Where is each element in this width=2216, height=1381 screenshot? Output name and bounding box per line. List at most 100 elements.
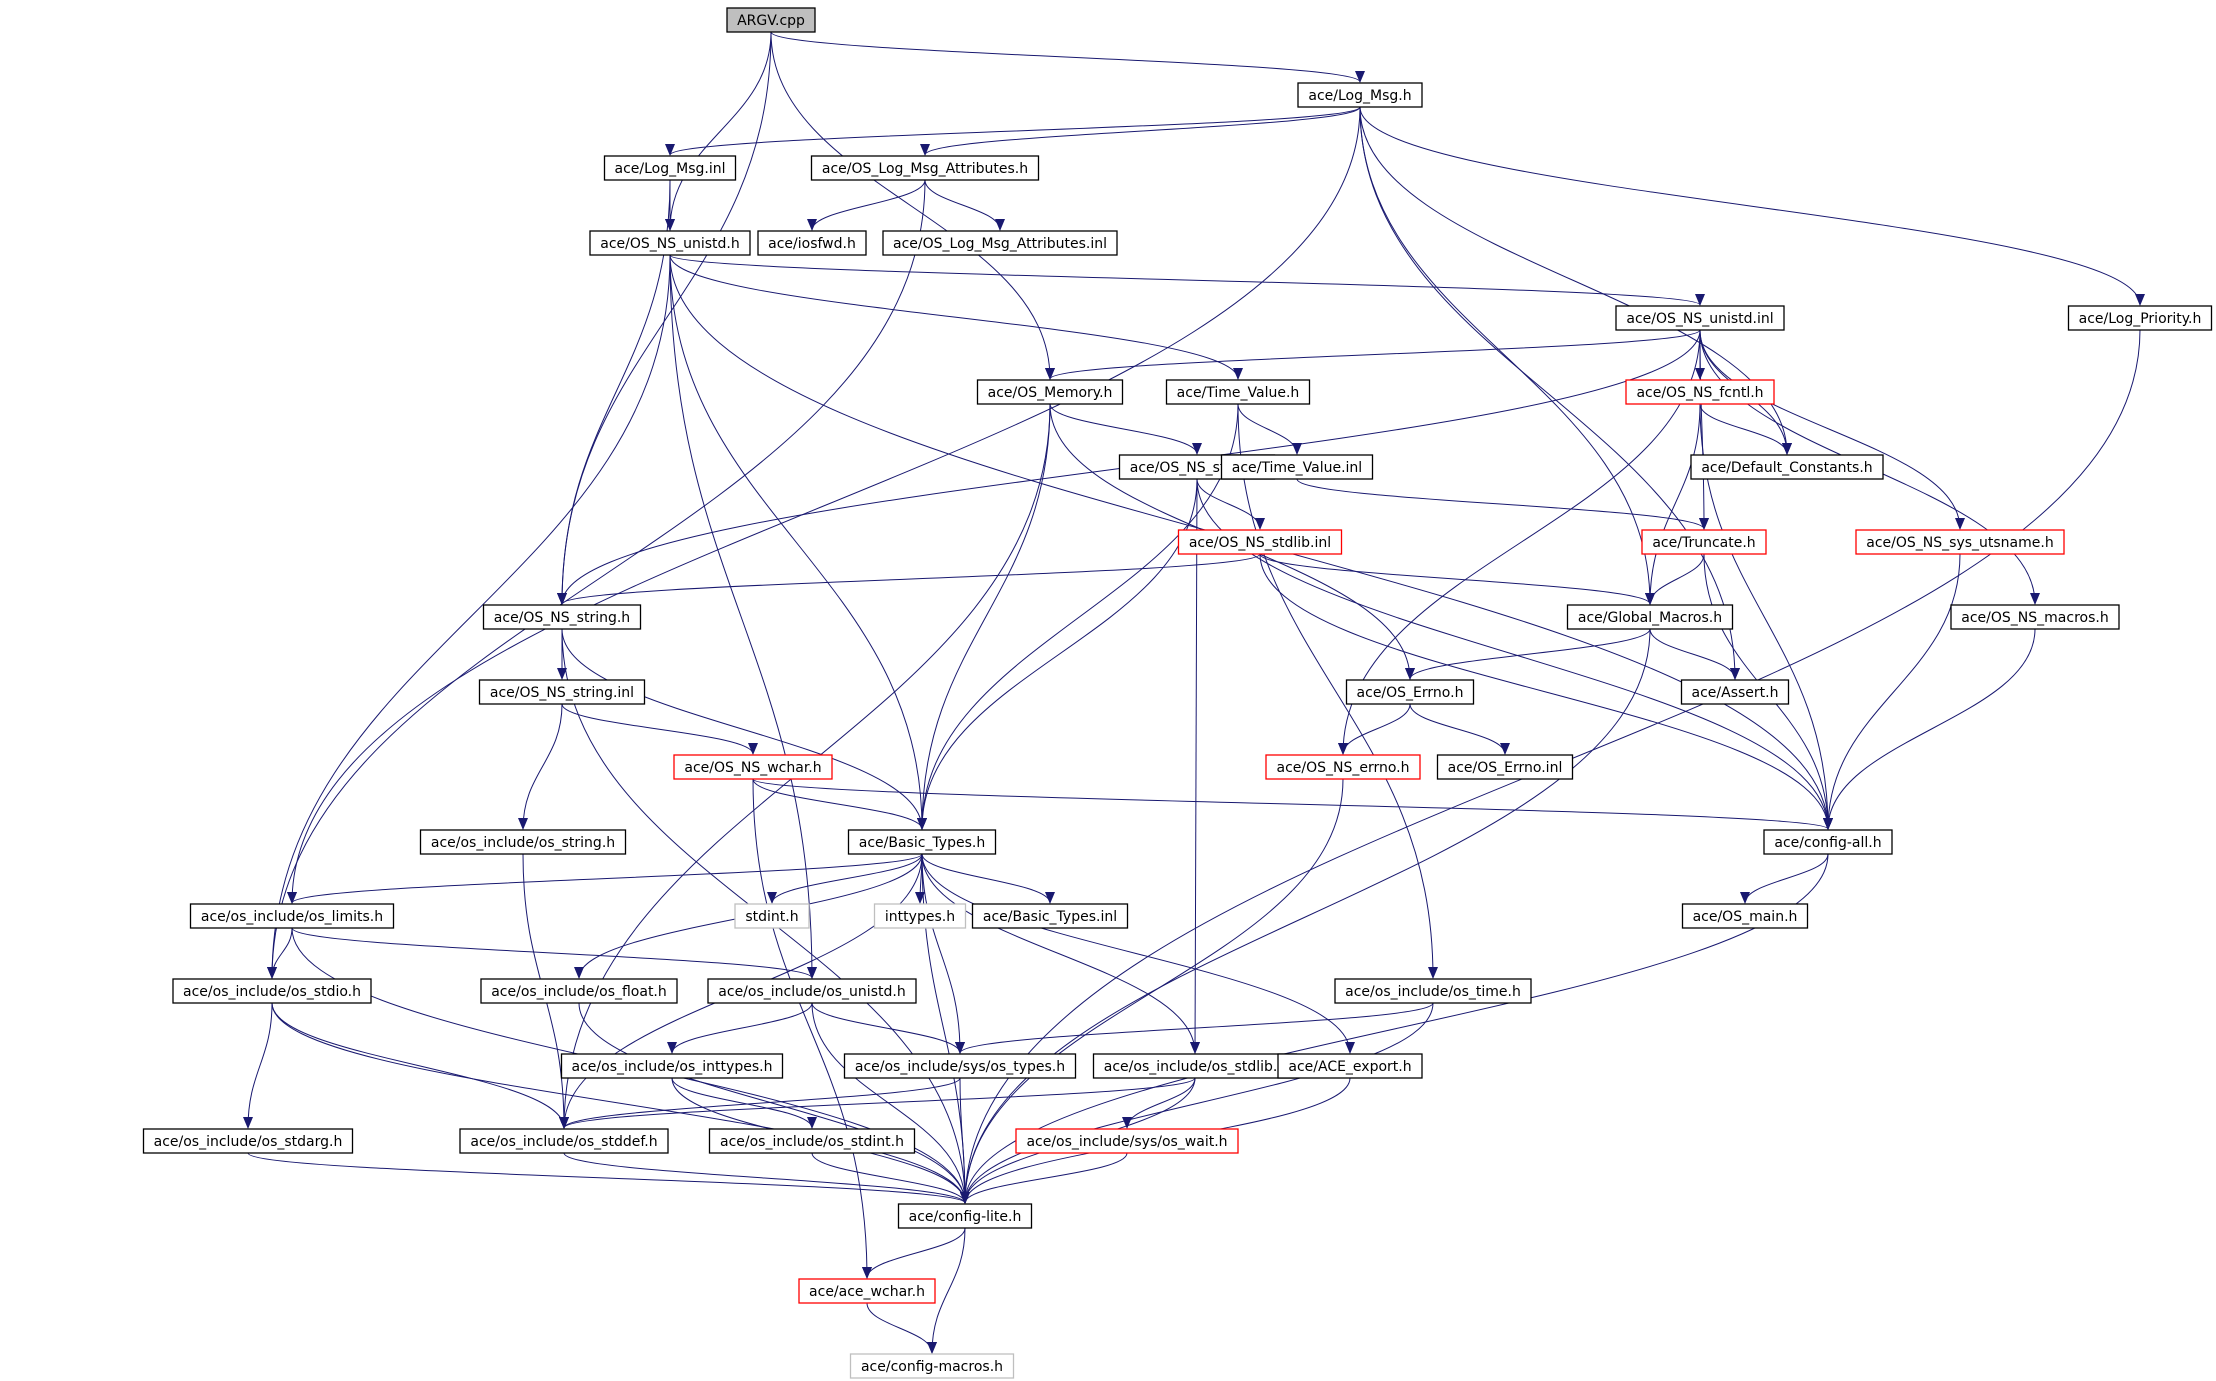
edge-argv-cpp-to-os-ns-string-h: [557, 31, 772, 605]
node-os-ns-macros-h[interactable]: ace/OS_NS_macros.h: [1950, 604, 2120, 630]
node-log-msg-inl[interactable]: ace/Log_Msg.inl: [603, 155, 737, 181]
node-os-ns-fcntl-h[interactable]: ace/OS_NS_fcntl.h: [1625, 379, 1775, 405]
edge-log-msg-h-to-log-priority-h: [1359, 106, 2145, 306]
node-log-msg-h[interactable]: ace/Log_Msg.h: [1297, 82, 1423, 108]
edge-os-include-sys-os-wait-h-to-config-lite-h: [960, 1152, 1128, 1204]
node-label: ace/OS_Log_Msg_Attributes.h: [822, 161, 1028, 177]
node-label: ace/os_include/os_stdlib.h: [1104, 1059, 1286, 1075]
edge-config-lite-h-to-config-macros-h: [927, 1227, 966, 1354]
edge-basic-types-h-to-os-include-os-limits-h: [287, 853, 923, 904]
edge-os-ns-stdlib-h-to-basic-types-h: [917, 478, 1198, 830]
node-ace-wchar-h[interactable]: ace/ace_wchar.h: [798, 1278, 936, 1304]
edge-truncate-h-to-global-macros-h: [1645, 553, 1705, 605]
node-os-errno-inl[interactable]: ace/OS_Errno.inl: [1436, 754, 1574, 780]
node-label: ace/OS_NS_wchar.h: [684, 760, 821, 776]
edge-os-ns-unistd-inl-to-os-ns-sys-utsname-h: [1699, 329, 1965, 530]
edge-os-ns-sys-utsname-h-to-config-all-h: [1823, 553, 1961, 830]
edge-os-errno-h-to-os-errno-inl: [1409, 703, 1510, 755]
node-os-log-msg-attributes-h[interactable]: ace/OS_Log_Msg_Attributes.h: [810, 155, 1040, 181]
node-time-value-h[interactable]: ace/Time_Value.h: [1165, 379, 1311, 405]
node-stdint-h[interactable]: stdint.h: [734, 903, 810, 929]
edge-time-value-h-to-time-value-inl: [1237, 403, 1302, 455]
node-label: ace/Assert.h: [1692, 685, 1779, 701]
node-label: ace/os_include/os_float.h: [491, 984, 667, 1000]
node-label: ace/os_include/os_stdint.h: [720, 1134, 904, 1150]
edge-os-include-os-stdlib-h-to-os-include-os-stddef-h: [559, 1077, 1196, 1129]
node-assert-h[interactable]: ace/Assert.h: [1680, 679, 1790, 705]
edge-log-msg-h-to-assert-h: [1359, 106, 1740, 680]
node-label: ace/config-all.h: [1774, 835, 1881, 851]
edge-global-macros-h-to-config-lite-h: [960, 628, 1651, 1204]
node-os-ns-string-h[interactable]: ace/OS_NS_string.h: [482, 604, 642, 630]
edge-log-msg-h-to-os-log-msg-attributes-h: [920, 106, 1361, 156]
node-label: ace/os_include/sys/os_types.h: [855, 1059, 1065, 1075]
node-os-include-os-stdint-h[interactable]: ace/os_include/os_stdint.h: [708, 1128, 916, 1154]
node-os-include-os-float-h[interactable]: ace/os_include/os_float.h: [480, 978, 678, 1004]
node-os-include-os-inttypes-h[interactable]: ace/os_include/os_inttypes.h: [560, 1053, 784, 1079]
node-os-ns-unistd-inl[interactable]: ace/OS_NS_unistd.inl: [1615, 305, 1785, 331]
edge-os-include-os-inttypes-h-to-os-include-os-stdint-h: [671, 1077, 817, 1129]
node-label: ace/OS_Errno.inl: [1448, 760, 1563, 776]
node-os-errno-h[interactable]: ace/OS_Errno.h: [1345, 679, 1475, 705]
node-label: ace/Default_Constants.h: [1701, 460, 1872, 476]
edge-os-ns-wchar-h-to-config-all-h: [752, 778, 1833, 830]
node-label: ace/OS_Log_Msg_Attributes.inl: [893, 236, 1107, 252]
node-os-include-os-stddef-h[interactable]: ace/os_include/os_stddef.h: [459, 1128, 669, 1154]
node-os-include-os-string-h[interactable]: ace/os_include/os_string.h: [419, 829, 627, 855]
node-label: ace/os_include/os_inttypes.h: [572, 1059, 773, 1075]
edges-layer: [243, 31, 2145, 1354]
node-os-main-h[interactable]: ace/OS_main.h: [1681, 903, 1809, 929]
edge-log-msg-h-to-os-include-os-limits-h: [287, 106, 1361, 904]
edge-os-memory-h-to-os-ns-stdlib-h: [1049, 403, 1202, 455]
node-os-include-sys-os-types-h[interactable]: ace/os_include/sys/os_types.h: [843, 1053, 1077, 1079]
node-os-ns-wchar-h[interactable]: ace/OS_NS_wchar.h: [673, 754, 833, 780]
node-basic-types-h[interactable]: ace/Basic_Types.h: [847, 829, 997, 855]
node-os-ns-unistd-h[interactable]: ace/OS_NS_unistd.h: [589, 230, 751, 256]
node-os-ns-errno-h[interactable]: ace/OS_NS_errno.h: [1265, 754, 1421, 780]
node-os-log-msg-attributes-inl[interactable]: ace/OS_Log_Msg_Attributes.inl: [882, 230, 1118, 256]
node-default-constants-h[interactable]: ace/Default_Constants.h: [1690, 454, 1884, 480]
node-label: ace/Time_Value.inl: [1232, 460, 1362, 476]
node-config-all-h[interactable]: ace/config-all.h: [1763, 829, 1893, 855]
node-os-include-os-time-h[interactable]: ace/os_include/os_time.h: [1334, 978, 1532, 1004]
node-time-value-inl[interactable]: ace/Time_Value.inl: [1220, 454, 1374, 480]
edge-os-ns-string-inl-to-os-ns-wchar-h: [561, 703, 758, 755]
node-label: ace/Log_Msg.h: [1308, 88, 1411, 104]
node-ace-export-h[interactable]: ace/ACE_export.h: [1277, 1053, 1423, 1079]
edge-global-macros-h-to-assert-h: [1649, 628, 1740, 680]
node-log-priority-h[interactable]: ace/Log_Priority.h: [2067, 305, 2213, 331]
node-argv-cpp[interactable]: ARGV.cpp: [726, 7, 816, 33]
node-config-macros-h[interactable]: ace/config-macros.h: [849, 1353, 1015, 1379]
node-label: ace/ace_wchar.h: [809, 1284, 925, 1300]
node-inttypes-h[interactable]: inttypes.h: [873, 903, 967, 929]
node-basic-types-inl[interactable]: ace/Basic_Types.inl: [971, 903, 1129, 929]
edge-os-ns-fcntl-h-to-global-macros-h: [1645, 403, 1701, 605]
node-os-ns-stdlib-inl[interactable]: ace/OS_NS_stdlib.inl: [1177, 529, 1343, 555]
edge-os-include-os-stdio-h-to-os-include-os-stddef-h: [271, 1002, 569, 1129]
edge-ace-wchar-h-to-config-macros-h: [866, 1302, 937, 1354]
node-os-include-os-stdlib-h[interactable]: ace/os_include/os_stdlib.h: [1092, 1053, 1298, 1079]
node-os-include-os-stdarg-h[interactable]: ace/os_include/os_stdarg.h: [142, 1128, 354, 1154]
edge-argv-cpp-to-os-memory-h: [770, 31, 1055, 380]
node-label: stdint.h: [745, 909, 798, 925]
node-os-ns-sys-utsname-h[interactable]: ace/OS_NS_sys_utsname.h: [1855, 529, 2065, 555]
node-label: ace/OS_NS_macros.h: [1961, 610, 2108, 626]
node-os-include-os-limits-h[interactable]: ace/os_include/os_limits.h: [189, 903, 395, 929]
node-iosfwd-h[interactable]: ace/iosfwd.h: [757, 230, 867, 256]
node-os-include-os-unistd-h[interactable]: ace/os_include/os_unistd.h: [707, 978, 917, 1004]
node-label: ace/os_include/os_stdio.h: [183, 984, 361, 1000]
node-config-lite-h[interactable]: ace/config-lite.h: [897, 1203, 1033, 1229]
edge-basic-types-h-to-ace-export-h: [921, 853, 1355, 1054]
node-label: ace/Truncate.h: [1652, 535, 1755, 551]
node-os-ns-string-inl[interactable]: ace/OS_NS_string.inl: [478, 679, 646, 705]
node-label: ace/OS_Errno.h: [1357, 685, 1464, 701]
node-os-include-os-stdio-h[interactable]: ace/os_include/os_stdio.h: [172, 978, 372, 1004]
edge-config-all-h-to-os-main-h: [1740, 853, 1829, 904]
edge-basic-types-h-to-os-include-os-stdlib-h: [921, 853, 1200, 1054]
node-os-memory-h[interactable]: ace/OS_Memory.h: [976, 379, 1124, 405]
edge-os-ns-stdlib-inl-to-global-macros-h: [1259, 553, 1655, 605]
node-truncate-h[interactable]: ace/Truncate.h: [1641, 529, 1767, 555]
node-os-include-sys-os-wait-h[interactable]: ace/os_include/sys/os_wait.h: [1015, 1128, 1239, 1154]
node-global-macros-h[interactable]: ace/Global_Macros.h: [1566, 604, 1734, 630]
